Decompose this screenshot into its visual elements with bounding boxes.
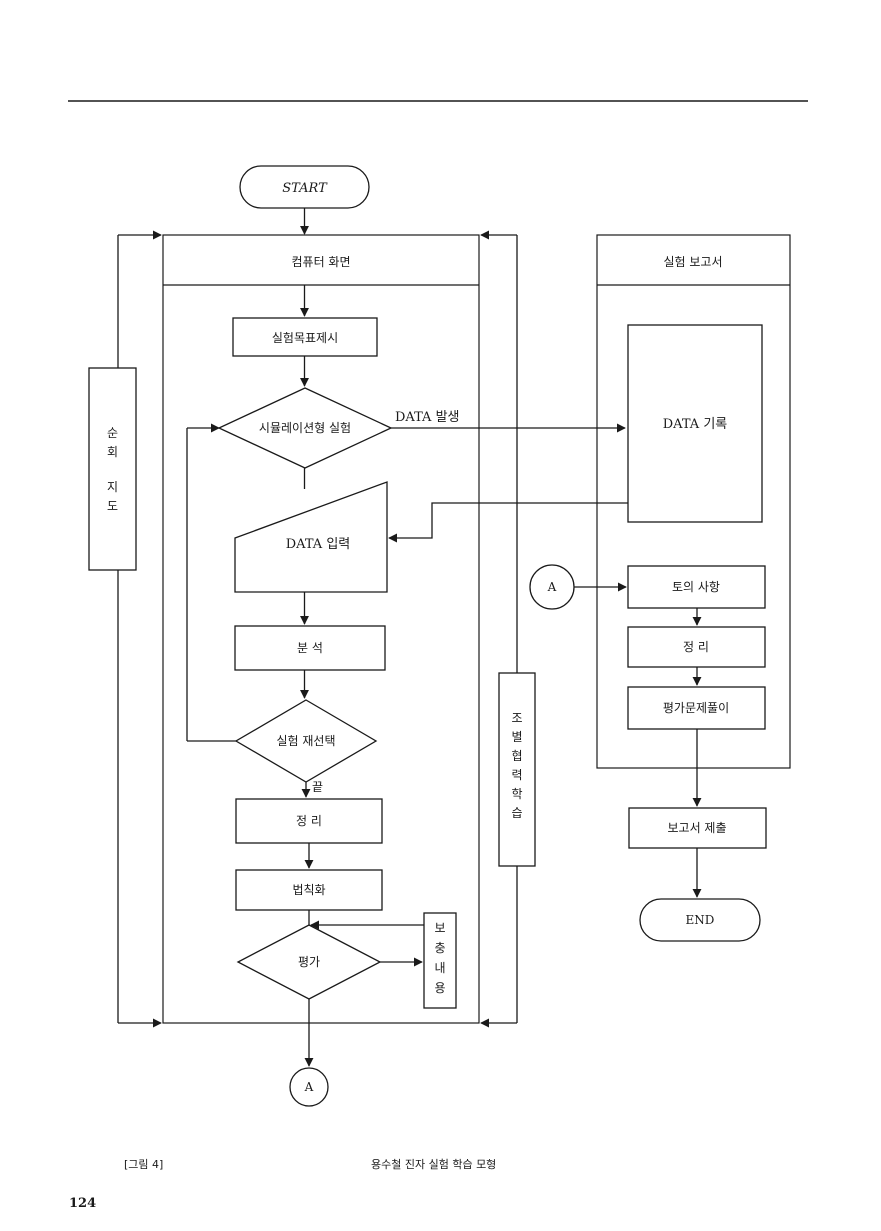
summary-right-label: 정 리 (683, 640, 709, 654)
goal-label: 실험목표제시 (272, 331, 338, 345)
start-label: START (282, 181, 328, 196)
group-learning-char-6: 습 (511, 806, 522, 820)
eval-problem-label: 평가문제풀이 (663, 701, 729, 715)
page-number: 124 (69, 1196, 97, 1211)
figure-title: 용수철 진자 실험 학습 모형 (371, 1158, 497, 1171)
group-learning-box (498, 672, 536, 867)
group-learning-char-4: 력 (511, 768, 522, 782)
analysis-label: 분 석 (297, 641, 323, 655)
supplement-box (423, 912, 457, 1009)
summary-label: 정 리 (296, 814, 322, 828)
tour-guide-char-3: 지 (107, 480, 118, 494)
end-word-label: 끝 (312, 780, 323, 794)
supplement-char-4: 용 (434, 981, 445, 995)
data-record-label: DATA 기록 (663, 417, 728, 432)
rule-box (235, 869, 383, 911)
eval-problem-box (627, 686, 766, 730)
report-frame (596, 234, 791, 769)
summary-box (235, 798, 383, 844)
end-terminal (639, 898, 761, 942)
computer-screen-title: 컴퓨터 화면 (291, 255, 350, 269)
tour-guide-char-4: 도 (107, 499, 118, 513)
group-learning-char-1: 조 (511, 711, 522, 725)
group-learning-char-2: 별 (511, 730, 522, 744)
tour-guide-char-2: 회 (107, 445, 118, 459)
connector-a-bottom (289, 1067, 329, 1107)
tour-guide-char-1: 순 (107, 426, 118, 440)
data-input-label: DATA 입력 (286, 537, 351, 552)
group-learning-char-5: 학 (511, 787, 522, 801)
data-record-box (627, 324, 763, 523)
reselect-label: 실험 재선택 (276, 734, 335, 748)
analysis-box (234, 625, 386, 671)
simulation-label: 시뮬레이션형 실험 (259, 421, 351, 435)
supplement-char-1: 보 (434, 921, 445, 935)
tour-guide-box (88, 367, 137, 571)
report-title: 실험 보고서 (663, 255, 722, 269)
end-label: END (686, 913, 715, 927)
discussion-label: 토의 사항 (672, 580, 720, 594)
connector-a-bottom-label: A (304, 1080, 314, 1094)
supplement-char-2: 충 (434, 941, 445, 955)
evaluate-label: 평가 (298, 955, 320, 969)
figure-number: [그림 4] (124, 1158, 164, 1171)
connector-a-right-label: A (547, 580, 557, 594)
summary-right-box (627, 626, 766, 668)
data-input-shape (234, 481, 388, 593)
discussion-box (627, 565, 766, 609)
group-learning-char-3: 협 (511, 749, 522, 763)
rule-label: 법칙화 (292, 883, 325, 897)
computer-screen-frame (162, 234, 480, 1024)
data-occur-label: DATA 발생 (395, 410, 460, 425)
supplement-char-3: 내 (434, 961, 445, 975)
submit-label: 보고서 제출 (667, 821, 726, 835)
